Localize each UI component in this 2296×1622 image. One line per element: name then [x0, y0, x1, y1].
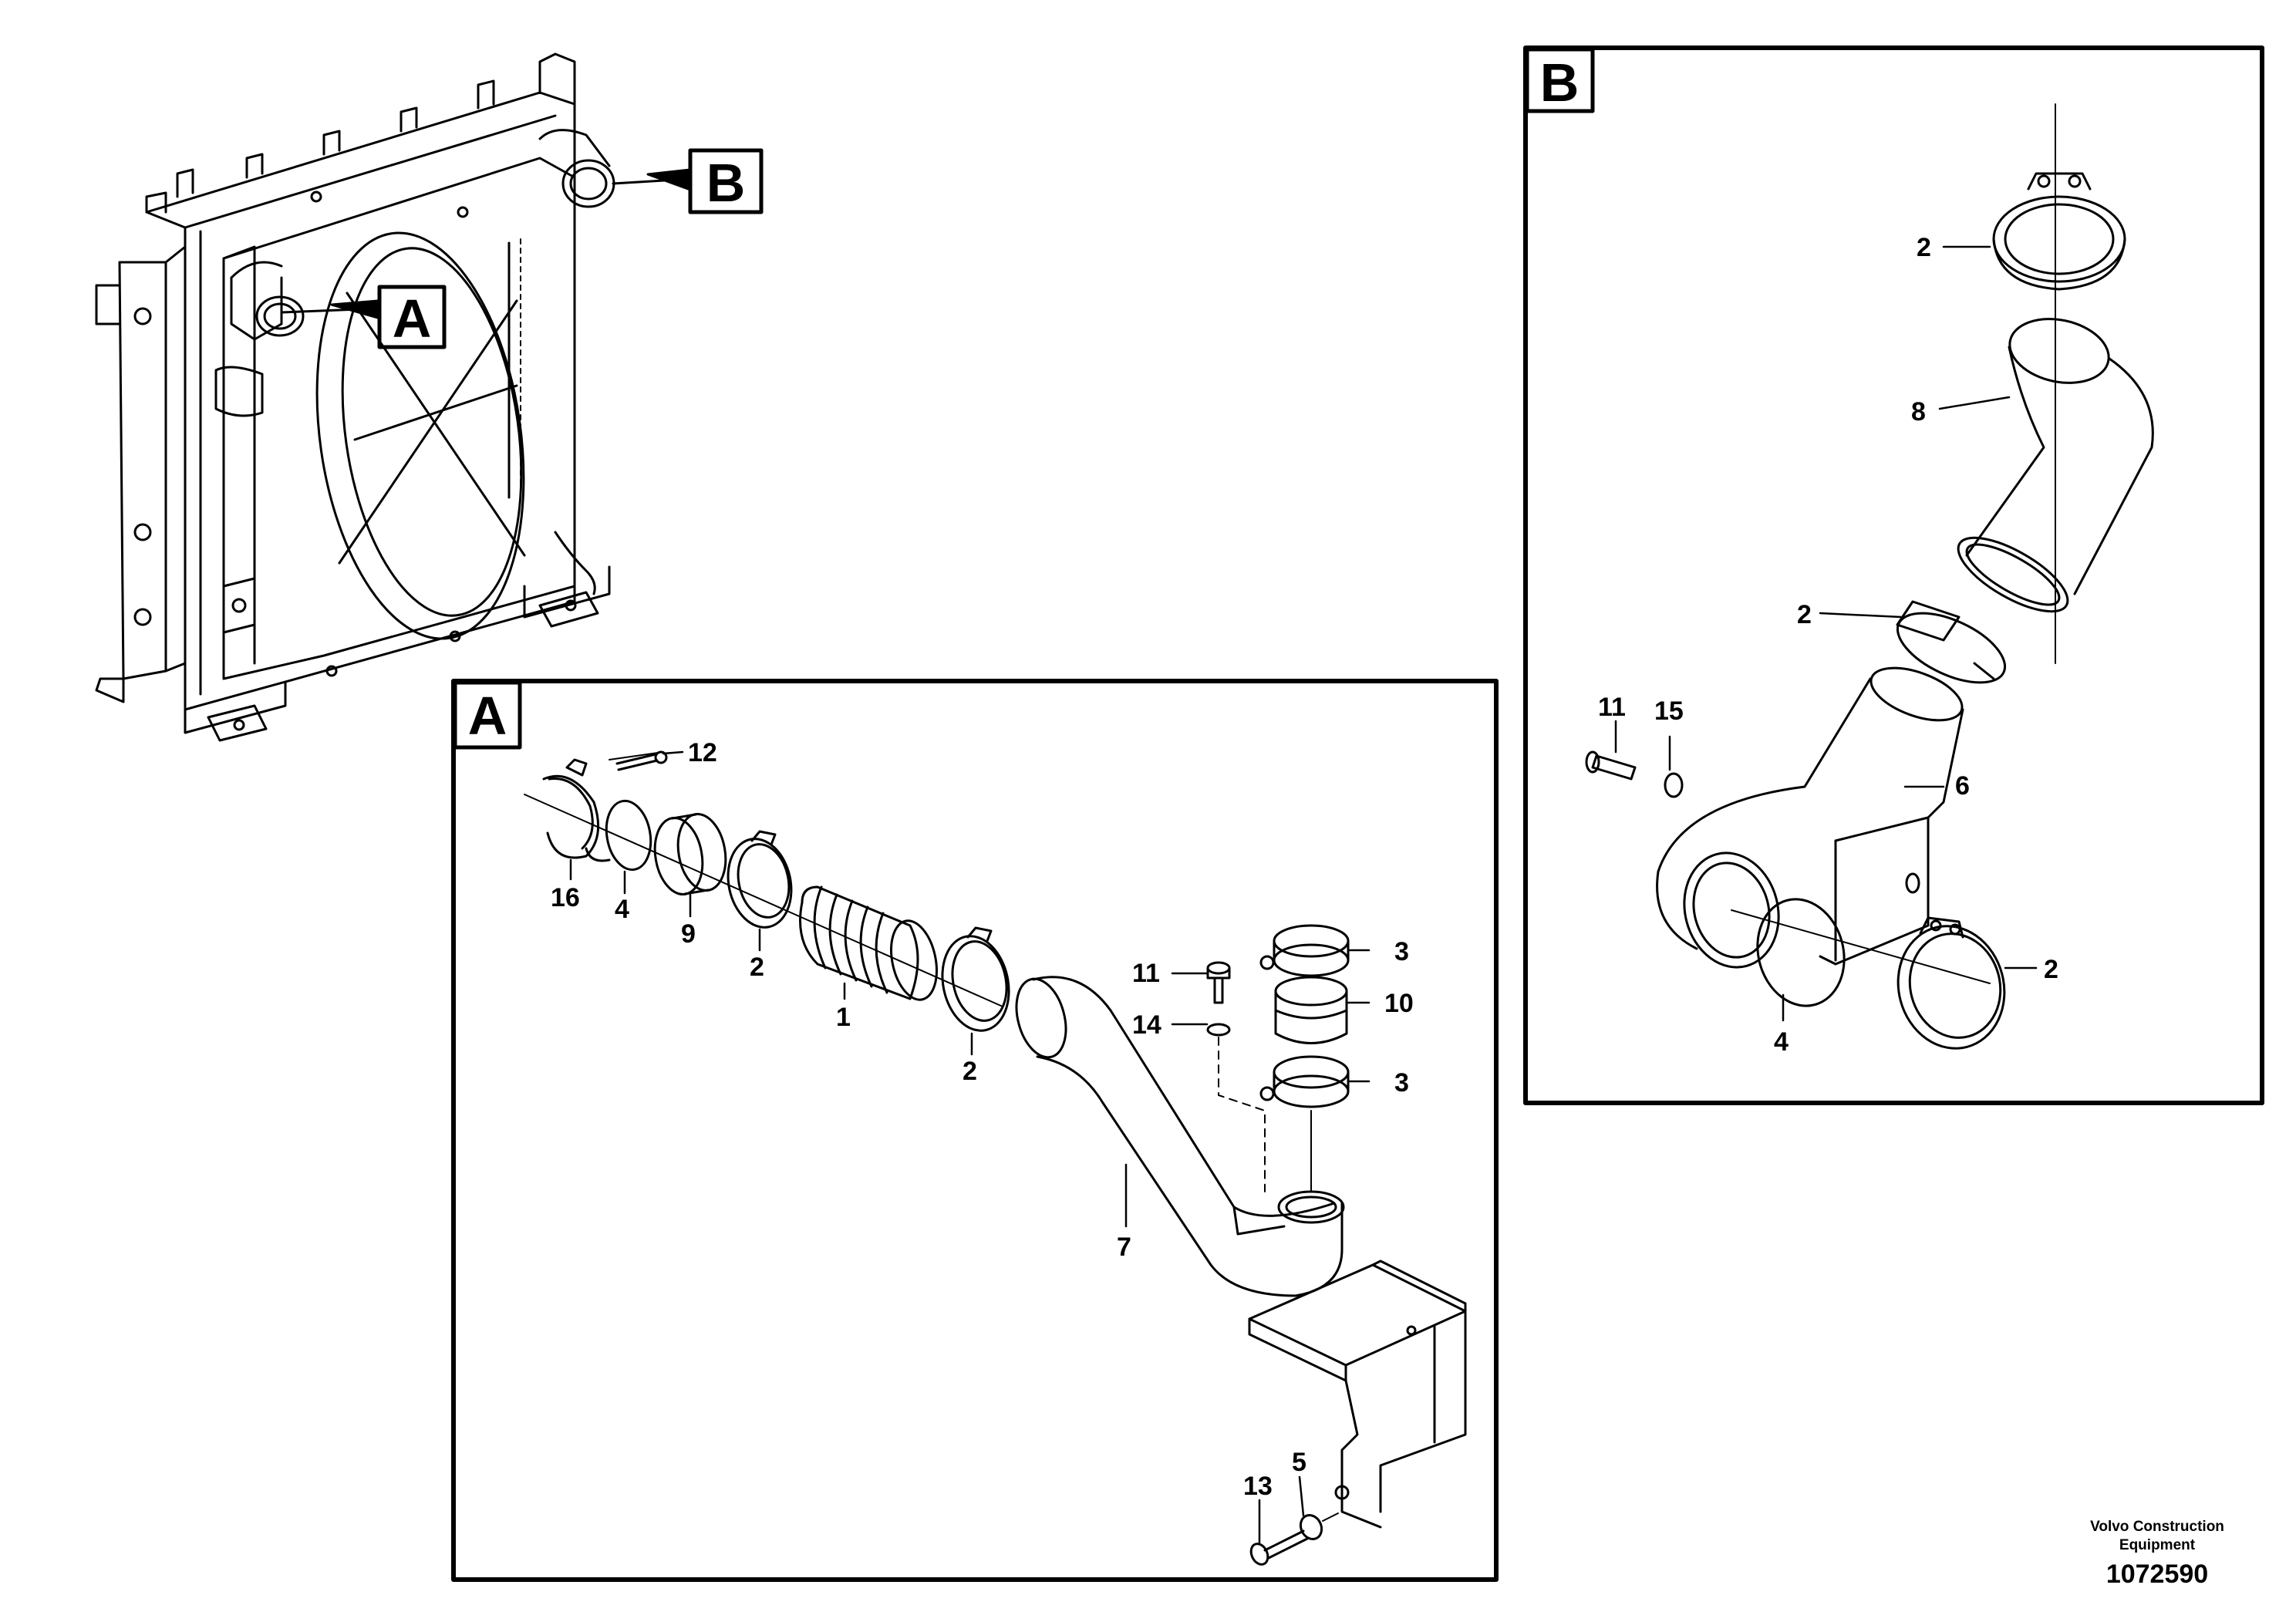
washer-part-14 — [1206, 1023, 1231, 1037]
brand-line-1: Volvo Construction — [2090, 1519, 2224, 1535]
screw-part-12 — [615, 750, 668, 771]
bolt-part-11-a — [1206, 961, 1231, 1004]
detail-view-a: A — [451, 679, 1499, 1582]
view-a-callout: A — [280, 285, 447, 349]
bolt-part-13 — [1249, 1529, 1309, 1566]
callout-12: 12 — [688, 738, 717, 767]
document-number: 1072590 — [2106, 1560, 2209, 1589]
clamp-part-2-top — [1992, 172, 2126, 291]
hose-part-10 — [1274, 976, 1348, 1044]
callout-8: 8 — [1911, 397, 1926, 427]
o-ring-part-4 — [605, 799, 652, 872]
callout-4: 4 — [1774, 1027, 1789, 1057]
brand-line-2: Equipment — [2119, 1537, 2196, 1553]
clamp-part-3-upper — [1259, 924, 1350, 977]
callout-numbers-view-b: 2 8 2 11 15 6 2 4 — [1598, 233, 2058, 1057]
elbow-housing-part-6 — [1656, 666, 1964, 969]
callout-11: 11 — [1132, 959, 1160, 988]
callout-9: 9 — [681, 919, 696, 949]
o-ring-part-4-b — [1756, 898, 1846, 1007]
clamp-part-3-lower — [1259, 1055, 1350, 1108]
callout-13: 13 — [1243, 1472, 1273, 1501]
callout-5: 5 — [1292, 1448, 1306, 1477]
washer-part-15 — [1664, 772, 1684, 798]
callout-2: 2 — [2044, 955, 2058, 984]
sleeve-part-9 — [653, 812, 727, 896]
clamp-part-2-bottom — [1896, 916, 2006, 1050]
callout-7: 7 — [1117, 1233, 1131, 1262]
callout-4: 4 — [615, 895, 629, 924]
callout-2: 2 — [750, 953, 764, 982]
clamp-part-2-a — [727, 830, 793, 929]
clamp-part-2-b — [941, 926, 1010, 1032]
clamp-part-2-middle — [1896, 600, 2007, 684]
callout-16: 16 — [551, 883, 580, 912]
overview-label-b: B — [706, 153, 746, 213]
bolt-part-11-b — [1585, 750, 1637, 781]
pipe-part-7 — [1015, 976, 1345, 1297]
detail-view-b: B — [1523, 46, 2264, 1105]
callout-10: 10 — [1384, 989, 1414, 1018]
radiator-assembly-overview — [95, 52, 615, 742]
callout-2: 2 — [1917, 233, 1931, 262]
view-a-label: A — [468, 686, 507, 746]
washer-part-5 — [1299, 1513, 1323, 1541]
callout-2: 2 — [1797, 600, 1812, 629]
overview-label-a: A — [393, 288, 432, 349]
callout-11: 11 — [1598, 693, 1626, 722]
callout-6: 6 — [1955, 771, 1970, 801]
callout-3: 3 — [1394, 937, 1409, 966]
leader-lines — [569, 245, 2038, 1544]
clamp-part-16 — [542, 751, 664, 862]
view-b-callout: B — [612, 148, 764, 214]
callout-14: 14 — [1132, 1010, 1161, 1040]
mounting-bracket — [1248, 1259, 1467, 1529]
hose-part-8 — [1957, 318, 2154, 613]
bellows-hose-part-1 — [799, 885, 938, 1001]
callout-15: 15 — [1654, 696, 1684, 726]
brand-caption: Volvo Construction Equipment — [2065, 1518, 2250, 1555]
callout-1: 1 — [836, 1003, 851, 1032]
callout-2: 2 — [963, 1057, 977, 1086]
callout-numbers-view-a: 12 16 4 9 2 1 2 3 10 3 11 14 7 13 5 — [551, 738, 1414, 1501]
callout-3: 3 — [1394, 1068, 1409, 1098]
view-b-label: B — [1540, 52, 1580, 113]
